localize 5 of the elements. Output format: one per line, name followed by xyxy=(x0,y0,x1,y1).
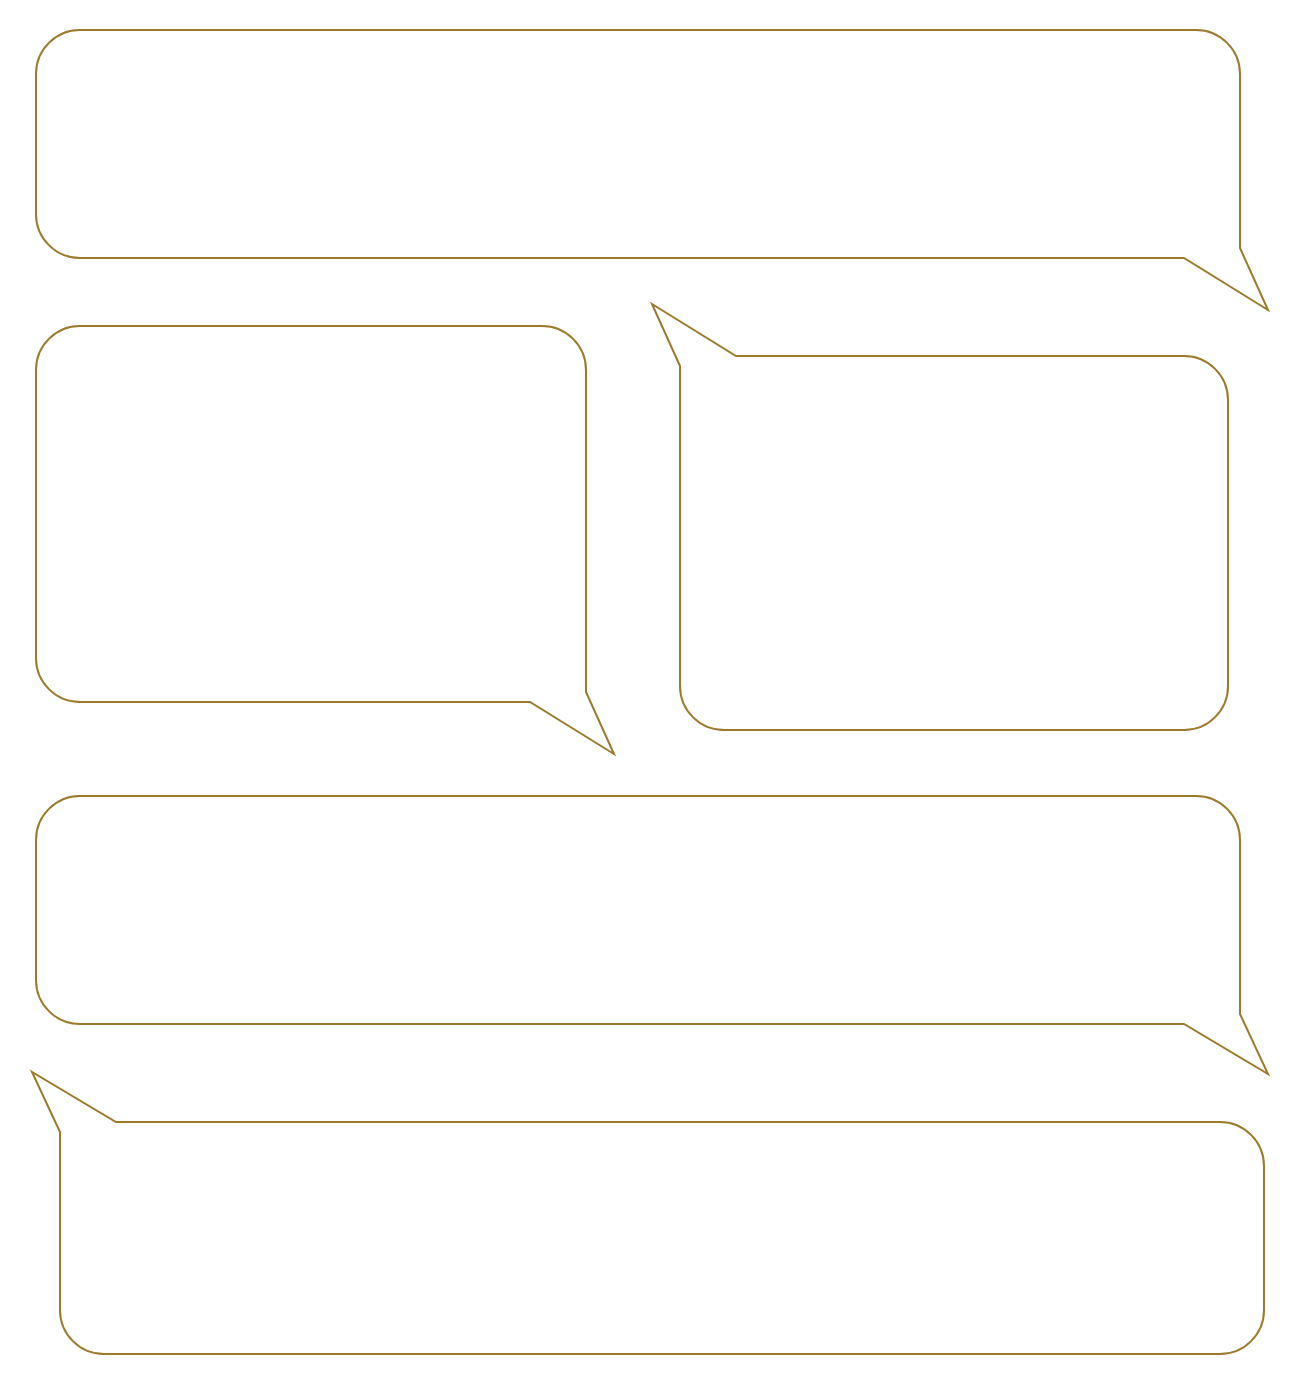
speech-bubble xyxy=(652,304,1228,730)
speech-bubble xyxy=(32,1072,1264,1354)
speech-bubble xyxy=(36,30,1268,310)
speech-bubble xyxy=(36,326,614,754)
speech-bubble xyxy=(36,796,1268,1074)
